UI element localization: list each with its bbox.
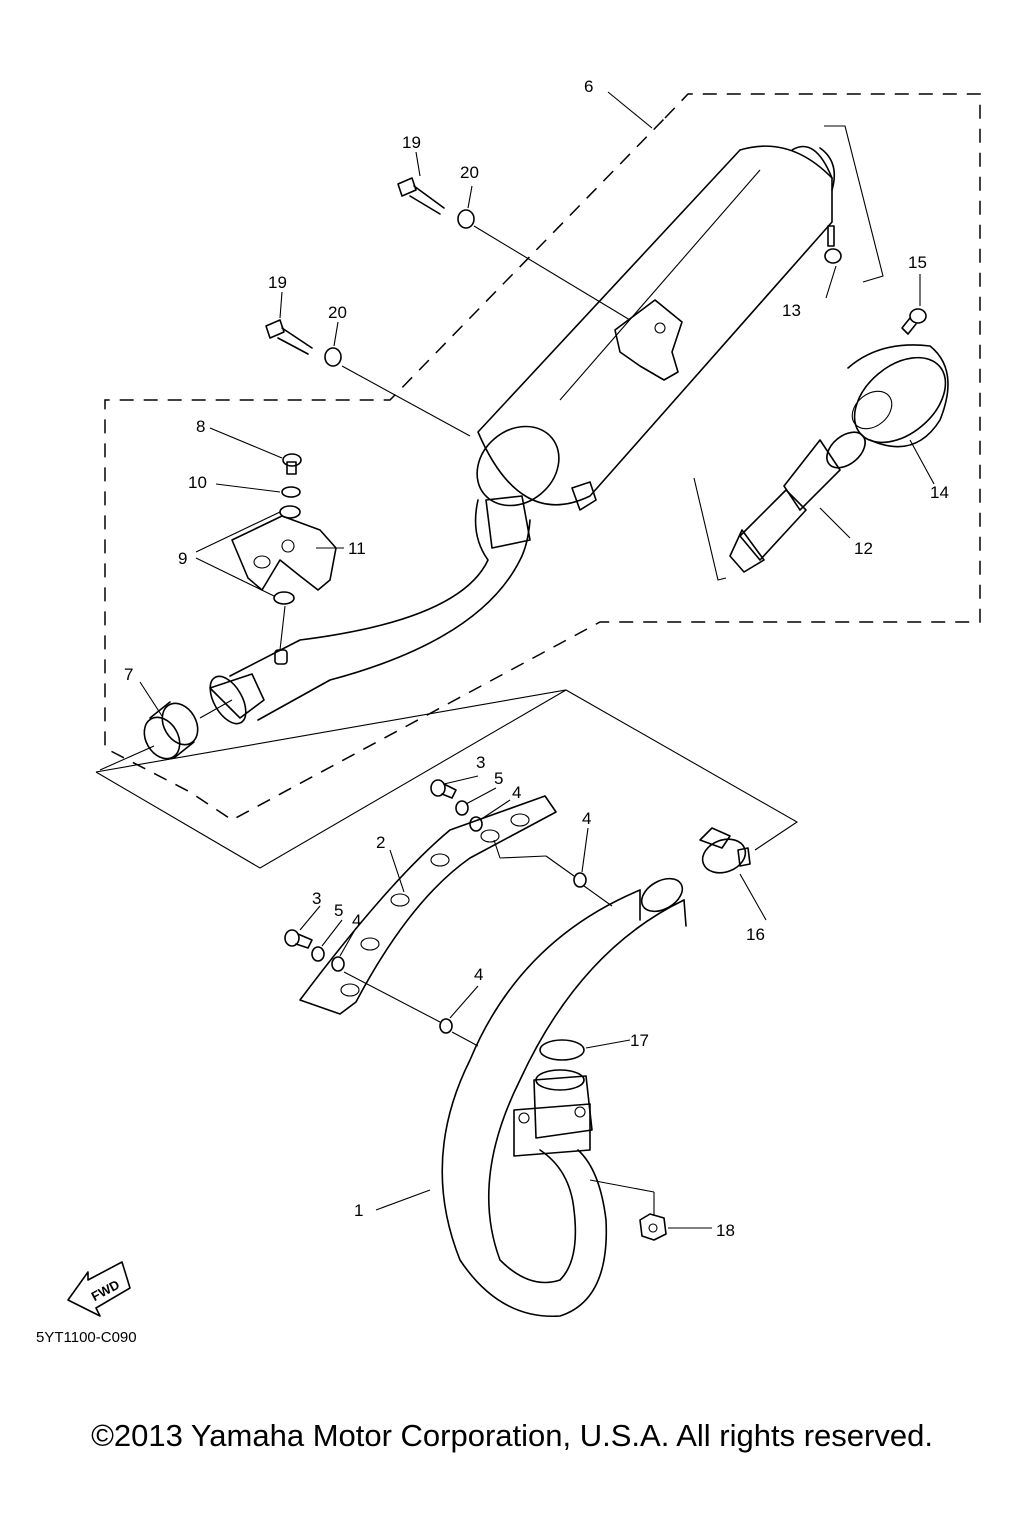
heat-guard (299, 795, 557, 1015)
label-part-3-upper: 3 (476, 753, 485, 772)
label-part-10: 10 (188, 473, 207, 492)
fwd-label: FWD (89, 1277, 122, 1304)
bolt-19-lower (265, 319, 313, 355)
label-part-20-lower: 20 (328, 303, 347, 322)
label-part-15: 15 (908, 253, 927, 272)
clamp-16 (699, 827, 751, 874)
end-cap (847, 344, 949, 448)
grommet-4-right-lower (439, 1018, 453, 1034)
label-part-2: 2 (376, 833, 385, 852)
spark-arrester (729, 431, 866, 573)
label-part-9: 9 (178, 549, 187, 568)
washer-10 (281, 486, 301, 498)
label-part-20-upper: 20 (460, 163, 479, 182)
label-part-17: 17 (630, 1031, 649, 1050)
part-number-labels: 6 19 20 19 20 8 10 9 11 7 13 15 14 12 3 … (124, 77, 949, 1240)
bolt-3-upper (430, 779, 457, 799)
label-part-16: 16 (746, 925, 765, 944)
leader-lines (99, 91, 935, 1229)
muffler-inlet-pipe (209, 495, 531, 725)
grommet-9-top (279, 505, 301, 519)
label-part-3-lower: 3 (312, 889, 321, 908)
fwd-arrow-icon: FWD (67, 1261, 131, 1317)
screw-8 (282, 453, 302, 475)
washer-20-lower (324, 347, 342, 367)
label-part-4-right-upper: 4 (582, 809, 591, 828)
washer-5-lower (311, 946, 325, 962)
sleeve-gasket (143, 701, 199, 760)
bolt-13 (824, 225, 842, 264)
muffler-bracket (231, 515, 337, 591)
label-part-8: 8 (196, 417, 205, 436)
diagram-code: 5YT1100-C090 (36, 1329, 137, 1346)
muffler-body (476, 145, 836, 511)
label-part-18: 18 (716, 1221, 735, 1240)
bolt-3-lower (284, 929, 313, 949)
label-part-14: 14 (930, 483, 949, 502)
label-part-4-upper: 4 (512, 783, 521, 802)
label-part-1: 1 (354, 1201, 363, 1220)
exhaust-pipe (441, 877, 687, 1318)
bolt-19-upper (397, 177, 445, 215)
grommet-4-upper (469, 816, 483, 832)
label-part-12: 12 (854, 539, 873, 558)
label-part-5-upper: 5 (494, 769, 503, 788)
grommet-4-lower (331, 956, 345, 972)
nut-18 (639, 1213, 667, 1241)
grommet-4-right-upper (573, 872, 587, 888)
label-part-5-lower: 5 (334, 901, 343, 920)
label-part-6: 6 (584, 77, 593, 96)
label-part-11: 11 (348, 539, 366, 558)
label-part-4-lower: 4 (352, 911, 361, 930)
screw-15 (901, 308, 927, 335)
muffler-assembly-dashed-outline (104, 93, 981, 821)
label-part-13: 13 (782, 301, 801, 320)
exhaust-pipe-group-outline (95, 689, 799, 869)
washer-20-upper (457, 209, 475, 229)
grommet-9-bottom (273, 591, 295, 605)
washer-5-upper (455, 800, 469, 816)
muffler-end-group-outline (693, 125, 884, 581)
label-part-19-upper: 19 (402, 133, 421, 152)
label-part-7: 7 (124, 665, 133, 684)
label-part-19-lower: 19 (268, 273, 287, 292)
gasket-17 (539, 1039, 585, 1061)
label-part-4-right-lower: 4 (474, 965, 483, 984)
copyright-notice: ©2013 Yamaha Motor Corporation, U.S.A. A… (91, 1418, 933, 1453)
